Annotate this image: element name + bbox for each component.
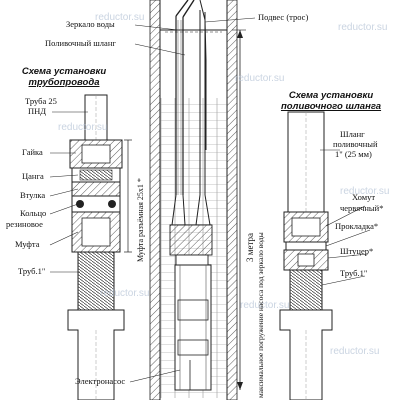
right-label-worm: червячный* <box>340 203 384 213</box>
water-mirror-label: Зеркало воды <box>66 19 115 29</box>
right-label-hose: Шланг <box>340 129 365 139</box>
left-pipeline-fitting <box>67 94 132 400</box>
submersible-pump <box>174 264 212 391</box>
suspension-label: Подвес (трос) <box>258 12 309 22</box>
hose-and-cable <box>171 0 211 226</box>
pump-label: Электронасос <box>75 376 126 386</box>
right-label-pipe1: Труб.1" <box>340 268 368 278</box>
left-label-ring: Кольцо <box>20 208 47 218</box>
hose-label: Поливочный шланг <box>45 38 116 48</box>
watermark-7: reductor.su <box>240 300 290 311</box>
left-leader-lines <box>49 111 88 273</box>
watermark-4: reductor.su <box>58 122 108 133</box>
watermark-5: reductor.su <box>340 186 390 197</box>
left-label-collet: Цанга <box>22 171 44 181</box>
depth-note-label: максимальное погружение насоса под зерка… <box>256 232 265 398</box>
watermark-3: reductor.su <box>235 73 285 84</box>
left-scheme-title-line1: Схема установки <box>21 66 107 77</box>
right-leader-lines <box>320 149 371 286</box>
pump-fitting <box>169 224 213 266</box>
top-leader-lines <box>129 17 256 383</box>
depth-length-label: 3 метра <box>245 233 255 262</box>
right-label-clamp: Хомут <box>352 192 376 202</box>
right-label-hose-type: поливочный <box>333 139 378 149</box>
left-label-rubber: резиновое <box>6 219 43 229</box>
watermark-1: reductor.su <box>95 12 145 23</box>
left-label-pnd: ПНД <box>28 106 47 116</box>
left-label-nut: Гайка <box>22 147 43 157</box>
watermark-8: reductor.su <box>330 346 380 357</box>
left-scheme-title: Схема установки трубопровода <box>4 66 124 89</box>
right-scheme-title-line1: Схема установки <box>288 90 374 101</box>
left-label-coupling: Муфта <box>15 239 40 249</box>
left-label-bushing: Втулка <box>20 190 46 200</box>
right-label-hose-size: 1" (25 мм) <box>335 149 372 159</box>
right-label-fitting: Штуцер* <box>340 246 374 256</box>
right-scheme-title-line2: поливочного шланга <box>280 100 382 112</box>
water-mirror-line <box>160 29 227 33</box>
left-scheme-title-line2: трубопровода <box>28 76 100 88</box>
left-label-pipe1: Труб.1" <box>18 266 46 276</box>
coupling-note-vertical: Муфта разъёмная 25х1 * <box>136 178 145 262</box>
right-scheme-title: Схема установки поливочного шланга <box>262 90 400 113</box>
right-hose-fitting <box>279 111 333 400</box>
right-label-gasket: Прокладка* <box>335 221 379 231</box>
watermark-2: reductor.su <box>338 22 388 33</box>
depth-dimension <box>232 29 246 390</box>
left-label-pipe25: Труба 25 <box>25 96 57 106</box>
watermark-6: reductor.su <box>100 288 150 299</box>
